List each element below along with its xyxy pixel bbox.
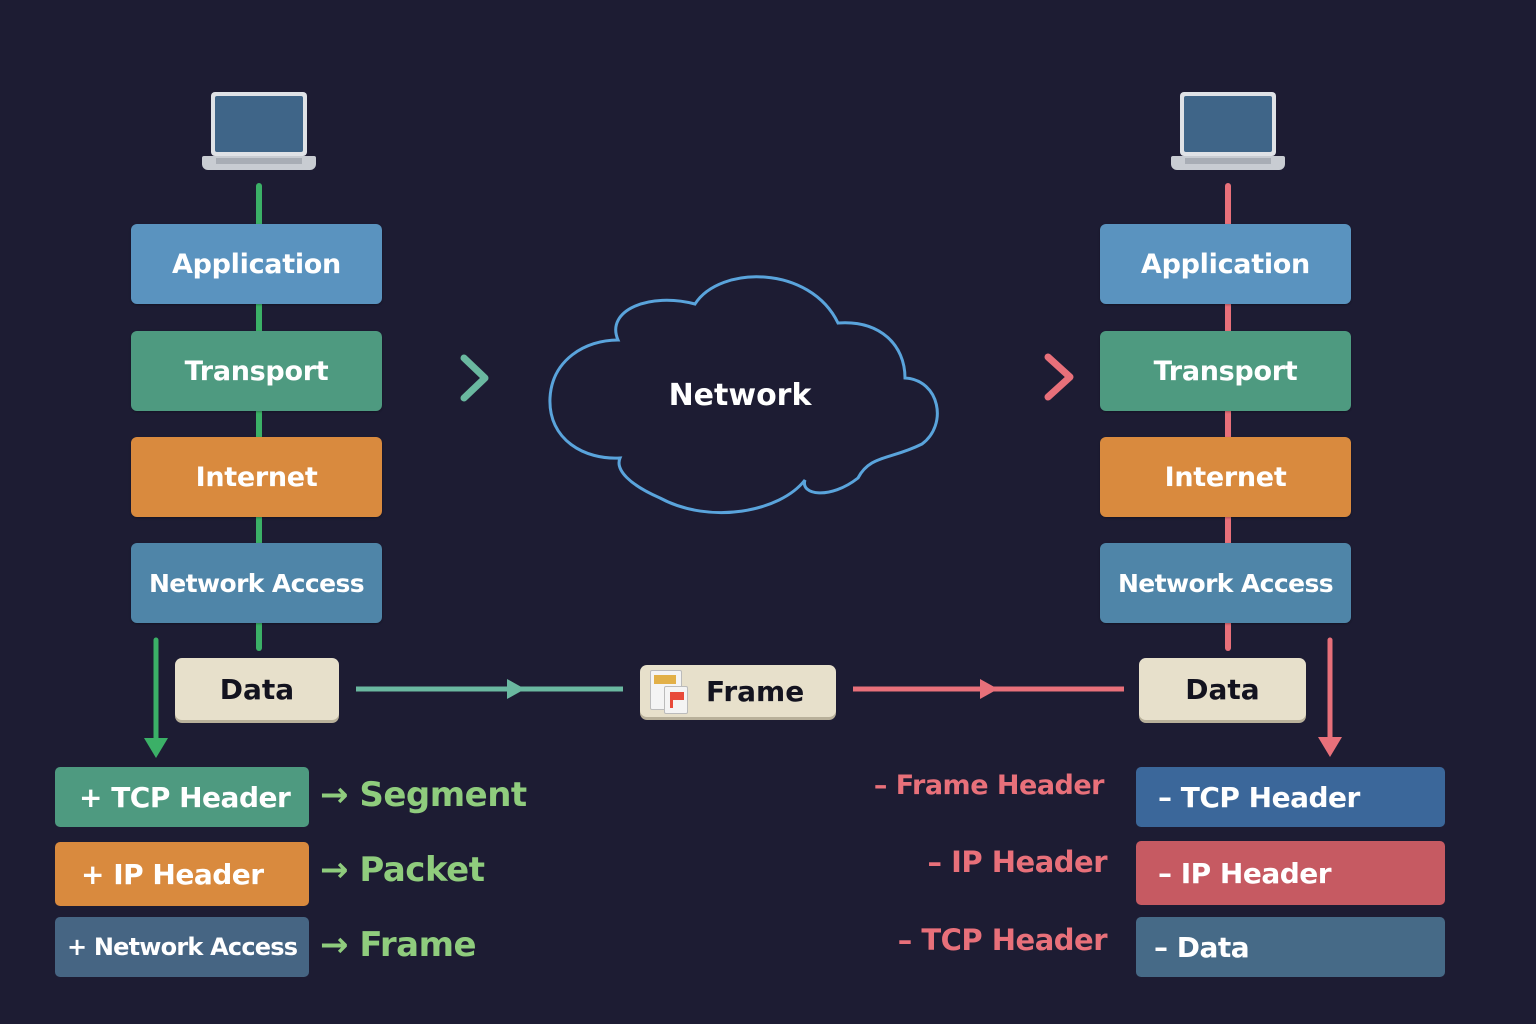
segment-label: Segment [359, 775, 527, 815]
receive-arrow [993, 353, 1074, 401]
receiver-data-box: Data [1139, 658, 1306, 720]
packet-result-label: → Packet [320, 850, 485, 890]
sender-tcp-header-box: + TCP Header [55, 767, 309, 827]
receiver-laptop-icon [1171, 92, 1285, 178]
segment-result-label: → Segment [320, 775, 527, 815]
right-arrow-icon: → [320, 775, 349, 815]
sender-ip-header-box: + IP Header [55, 842, 309, 906]
right-arrow-icon: → [320, 850, 349, 890]
right-arrow-icon: → [320, 925, 349, 965]
sender-layer-application: Application [131, 224, 382, 304]
send-arrow [408, 354, 489, 402]
sender-network-access-box: + Network Access [55, 917, 309, 977]
receiver-ip-header-box: – IP Header [1136, 841, 1445, 905]
receiver-data-result-box: – Data [1136, 917, 1445, 977]
receiver-layer-transport: Transport [1100, 331, 1351, 411]
data-to-frame-line [356, 679, 623, 699]
receiver-down-arrow [1318, 637, 1342, 757]
receiver-tcp-header-box: – TCP Header [1136, 767, 1445, 827]
frame-label: Frame [359, 925, 477, 965]
sender-layer-transport: Transport [131, 331, 382, 411]
remove-ip-header-label: – IP Header [927, 845, 1108, 879]
sender-layer-internet: Internet [131, 437, 382, 517]
network-cloud-label: Network [668, 378, 812, 413]
sender-layer-network-access: Network Access [131, 543, 382, 623]
frame-to-data-line [853, 679, 1124, 699]
frame-box-label: Frame [706, 674, 805, 708]
sender-data-box: Data [175, 658, 339, 720]
sender-down-arrow [144, 637, 168, 758]
receiver-layer-internet: Internet [1100, 437, 1351, 517]
network-cloud-shape [548, 275, 939, 515]
receiver-layer-network-access: Network Access [1100, 543, 1351, 623]
sender-laptop-icon [202, 92, 316, 178]
frame-box: Frame [640, 665, 836, 717]
receiver-layer-application: Application [1100, 224, 1351, 304]
remove-tcp-header-label: – TCP Header [897, 923, 1108, 957]
remove-frame-header-label: – Frame Header [873, 770, 1105, 801]
document-flag-icon [648, 668, 692, 714]
packet-label: Packet [359, 850, 485, 890]
frame-result-label: → Frame [320, 925, 477, 965]
